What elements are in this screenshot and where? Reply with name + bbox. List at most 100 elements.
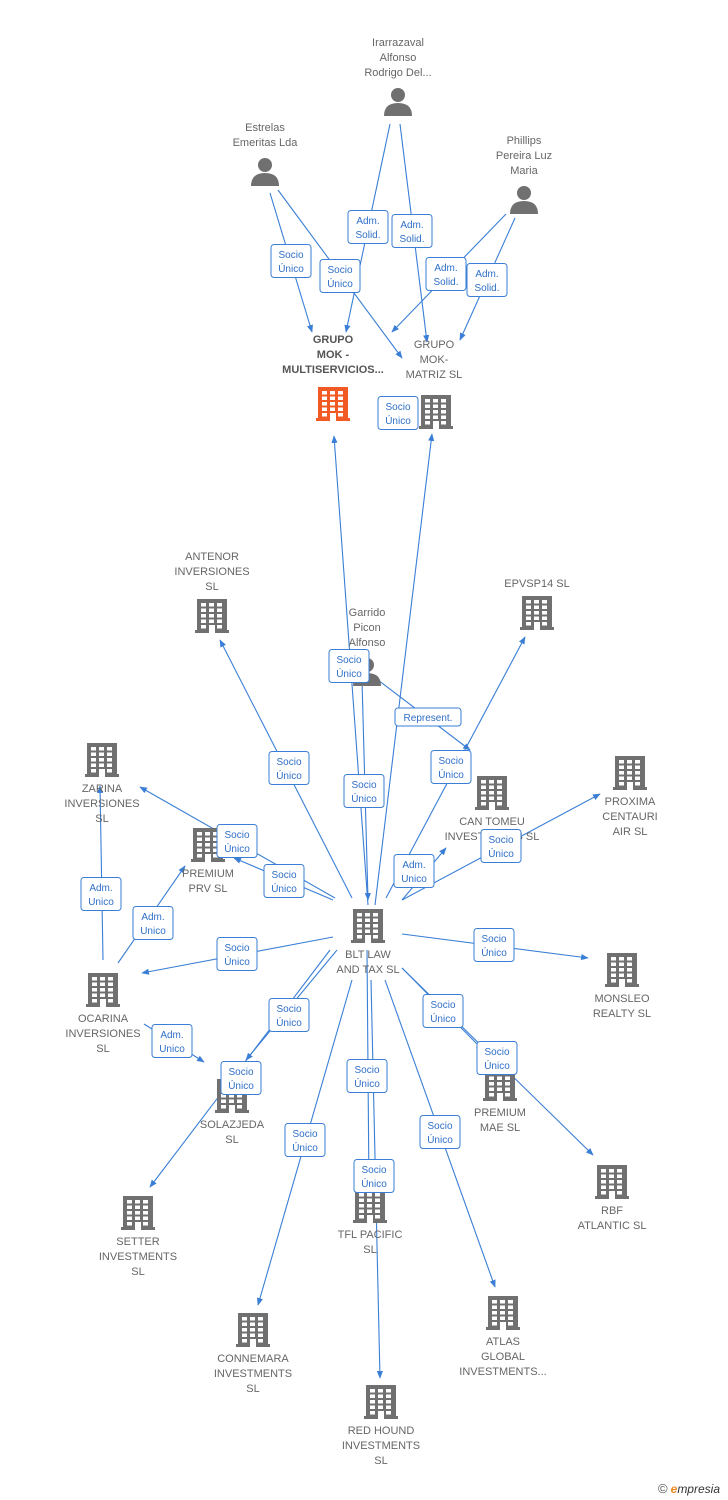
edge-label-text: Único bbox=[488, 847, 514, 860]
edge-label-ocarina-to-zarina[interactable]: Adm.Unico bbox=[80, 877, 122, 911]
edge-label-blt-to-can_tomeu[interactable]: Adm.Unico bbox=[393, 854, 435, 888]
building-window bbox=[492, 1311, 497, 1315]
building-window bbox=[433, 399, 438, 403]
node-label: SL bbox=[131, 1266, 144, 1278]
building-window bbox=[386, 1400, 391, 1404]
node-label: CENTAURI bbox=[602, 811, 657, 823]
building-window bbox=[617, 1180, 622, 1184]
building-window bbox=[617, 1185, 622, 1189]
building-window bbox=[92, 993, 97, 997]
edge-label-box bbox=[393, 854, 435, 888]
building-window bbox=[330, 396, 335, 400]
brand-name: mpresia bbox=[677, 1482, 720, 1496]
node-label: SL bbox=[205, 581, 218, 593]
edge-label-text: Socio bbox=[361, 1165, 386, 1176]
building-window bbox=[619, 782, 624, 786]
building-door bbox=[433, 421, 439, 429]
building-window bbox=[619, 957, 624, 961]
node-atlas[interactable]: ATLASGLOBALINVESTMENTS... bbox=[459, 1296, 547, 1378]
building-window bbox=[378, 1400, 383, 1404]
edge-label-irarrazaval-to-grupo_mok_matriz[interactable]: Adm.Solid. bbox=[391, 214, 433, 248]
building-window bbox=[370, 1389, 375, 1393]
edge-label-ocarina-to-solazjeda[interactable]: Adm.Unico bbox=[151, 1024, 193, 1058]
edge-label-text: Adm. bbox=[400, 220, 423, 231]
person-head bbox=[258, 158, 272, 172]
building-window bbox=[108, 988, 113, 992]
building-window bbox=[611, 979, 616, 983]
edge-label-text: Único bbox=[278, 262, 304, 275]
building-window bbox=[242, 1333, 247, 1337]
building-window bbox=[359, 1204, 364, 1208]
node-label: ATLANTIC SL bbox=[578, 1220, 647, 1232]
building-window bbox=[143, 1216, 148, 1220]
edge-label-phillips-to-grupo_mok_multi[interactable]: Adm.Solid. bbox=[425, 257, 467, 291]
building-window bbox=[338, 402, 343, 406]
edge-label-phillips-to-grupo_mok_matriz[interactable]: Adm.Solid. bbox=[466, 263, 508, 297]
edge-label-text: Socio bbox=[351, 780, 376, 791]
node-epvsp14[interactable]: EPVSP14 SL bbox=[504, 578, 570, 630]
building-window bbox=[258, 1328, 263, 1332]
edge-label-text: Socio bbox=[228, 1067, 253, 1078]
edge-label-garrido-to-can_tomeu[interactable]: Represent. bbox=[394, 707, 462, 727]
node-label: RED HOUND bbox=[348, 1425, 415, 1437]
building-window bbox=[217, 614, 222, 618]
building-icon bbox=[419, 395, 453, 429]
building-window bbox=[441, 404, 446, 408]
building-window bbox=[209, 608, 214, 612]
building-window bbox=[617, 1169, 622, 1173]
edge-label-text: Socio bbox=[488, 835, 513, 846]
node-can_tomeu[interactable]: CAN TOMEUINVESTMENTS SL bbox=[445, 776, 540, 843]
building-window bbox=[127, 1211, 132, 1215]
edge-label-ocarina-to-premium_prv[interactable]: Adm.Unico bbox=[132, 906, 174, 940]
node-label: SL bbox=[96, 1043, 109, 1055]
building-window bbox=[370, 1405, 375, 1409]
edge-label-box bbox=[319, 259, 361, 293]
building-window bbox=[370, 1411, 375, 1415]
node-label: MULTISERVICIOS... bbox=[282, 364, 384, 376]
building-window bbox=[526, 600, 531, 604]
building-window bbox=[375, 1215, 380, 1219]
node-label: PREMIUM bbox=[182, 868, 234, 880]
edge-label-text: Adm. bbox=[402, 860, 425, 871]
building-window bbox=[217, 603, 222, 607]
edge-label-irarrazaval-to-grupo_mok_multi[interactable]: Adm.Solid. bbox=[347, 210, 389, 244]
building-window bbox=[367, 1198, 372, 1202]
